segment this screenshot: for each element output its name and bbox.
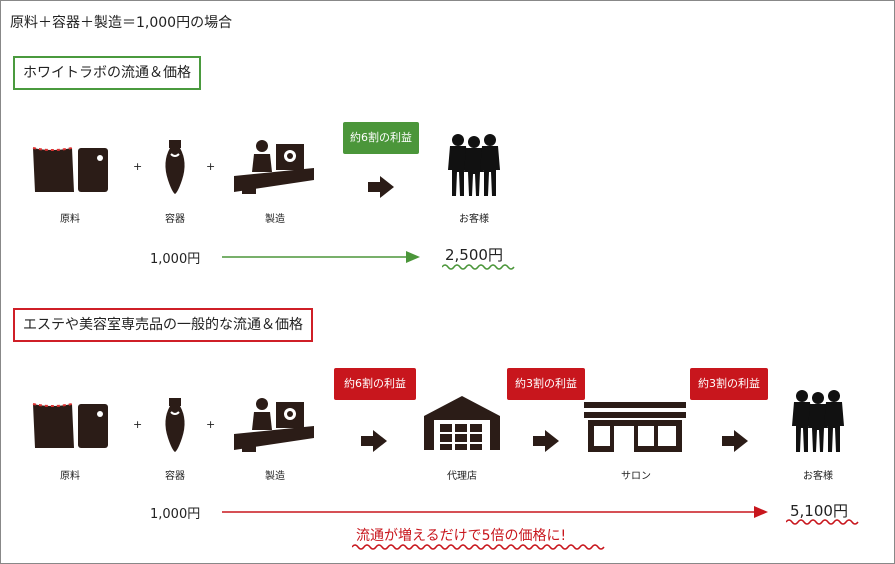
arrow-right-icon [533,430,559,452]
salon-label: サロン [621,471,651,482]
warehouse-icon [424,396,500,450]
step-label-container: 容器 [165,214,185,225]
profit-badge-manufacturer: 約6割の利益 [334,368,416,400]
profit-badge-salon: 約3割の利益 [690,368,768,400]
final-price: 2,500円 [445,246,503,264]
customers-silhouette-icon [792,390,844,452]
customer-label: お客様 [803,471,833,482]
arrow-right-icon [368,176,394,198]
wavy-underline [352,544,605,550]
step-label-manufacturing: 製造 [265,471,285,482]
plus-sign: + [133,160,143,173]
cost-value: 1,000円 [150,252,201,267]
cost-value: 1,000円 [150,507,201,522]
profit-badge-agency: 約3割の利益 [507,368,585,400]
step-label-container: 容器 [165,471,185,482]
plus-sign: + [206,160,216,173]
agency-label: 代理店 [447,471,477,482]
step-label-raw-material: 原料 [60,471,80,482]
factory-worker-icon [234,398,314,452]
slogan-text: 流通が増えるだけで5倍の価格に! [356,528,567,544]
flow-arrow [222,506,768,518]
customer-label: お客様 [459,214,489,225]
final-price: 5,100円 [790,502,848,520]
bottle-icon [165,140,185,194]
step-label-manufacturing: 製造 [265,214,285,225]
arrow-right-icon [722,430,748,452]
salon-shop-icon [584,402,686,452]
raw-material-icon [32,403,108,448]
flow-arrow [222,251,420,263]
arrow-right-icon [361,430,387,452]
wavy-underline [786,519,859,525]
step-label-raw-material: 原料 [60,214,80,225]
profit-badge: 約6割の利益 [343,122,419,154]
plus-sign: + [133,418,143,431]
page-title: 原料＋容器＋製造＝1,000円の場合 [10,15,233,31]
section1-heading: ホワイトラボの流通＆価格 [13,56,201,90]
factory-worker-icon [234,140,314,194]
raw-material-icon [32,147,108,192]
bottle-icon [165,398,185,452]
plus-sign: + [206,418,216,431]
wavy-underline [442,264,515,270]
customers-silhouette-icon [448,134,500,196]
section2-heading: エステや美容室専売品の一般的な流通＆価格 [13,308,313,342]
